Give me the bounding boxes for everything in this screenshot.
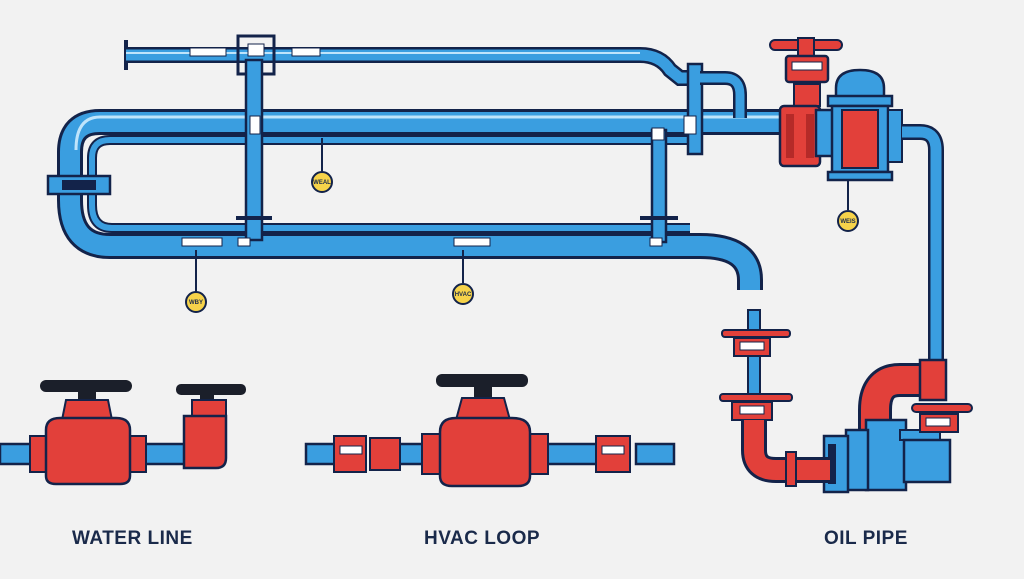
right-riser-pipe xyxy=(902,124,944,370)
oil-pipe-assembly xyxy=(822,358,973,494)
pressure-gauge-icon: WEAL xyxy=(311,138,333,193)
gauge-label: HVAC xyxy=(455,292,472,298)
water-line-assembly xyxy=(0,380,246,486)
gate-valve-icon[interactable] xyxy=(176,384,246,470)
section-caption-water-line: WATER LINE xyxy=(72,528,193,549)
filter-housing xyxy=(814,68,903,182)
top-header-pipe xyxy=(124,34,700,86)
gate-valve-icon[interactable] xyxy=(40,380,132,486)
section-caption-hvac-loop: HVAC LOOP xyxy=(424,528,541,549)
section-caption-oil-pipe: OIL PIPE xyxy=(824,528,908,549)
gate-valve-icon[interactable] xyxy=(769,37,843,168)
gauge-label: WEAL xyxy=(313,180,331,186)
gauge-label: WBY xyxy=(189,300,203,306)
pressure-gauge-icon: HVAC xyxy=(452,250,474,305)
pressure-gauge-icon: WEIS xyxy=(837,180,859,232)
main-loop-pipe xyxy=(46,58,780,290)
hvac-loop-assembly xyxy=(304,374,676,488)
pressure-gauge-icon: WBY xyxy=(185,250,207,313)
oil-branch-column xyxy=(719,309,830,487)
gauge-label: WEIS xyxy=(840,219,855,225)
gate-valve-icon[interactable] xyxy=(436,374,532,488)
